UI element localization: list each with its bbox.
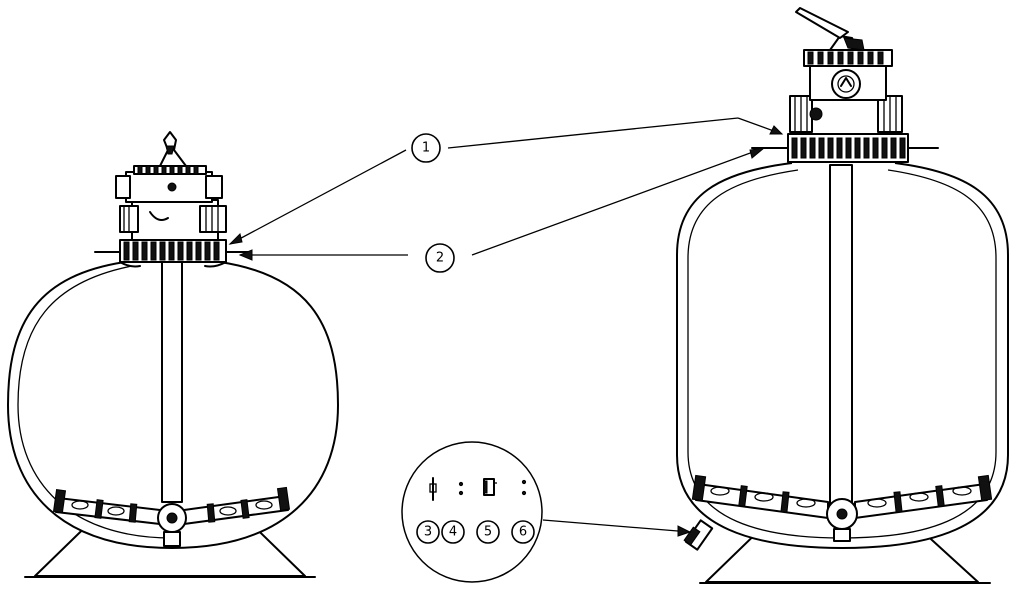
callout-1-label: 1 <box>422 141 430 156</box>
part-4-icon <box>458 481 464 496</box>
callout-5-label: 5 <box>484 525 492 540</box>
drain-plug-icon <box>683 519 714 551</box>
callout-5: 5 <box>476 520 500 544</box>
right-filter-multiport-valve <box>789 7 903 135</box>
callout-6-label: 6 <box>519 525 527 540</box>
callout-2: 2 <box>425 243 455 273</box>
left-filter-clamp-ring <box>94 239 251 263</box>
right-filter <box>676 7 1009 584</box>
callout-4: 4 <box>441 520 465 544</box>
inset-circle <box>401 441 543 583</box>
part-5-icon <box>483 478 497 496</box>
part-detail-inset: 3 4 5 6 <box>401 441 543 583</box>
callout-3: 3 <box>416 520 440 544</box>
leader-lines <box>228 117 784 537</box>
right-filter-clamp-ring <box>751 133 939 163</box>
callout-4-label: 4 <box>449 525 457 540</box>
right-filter-standpipe <box>829 164 853 506</box>
left-filter-standpipe <box>161 261 183 503</box>
right-filter-laterals <box>691 474 993 542</box>
callout-6: 6 <box>511 520 535 544</box>
callout-3-label: 3 <box>424 525 432 540</box>
left-filter <box>7 131 339 578</box>
left-filter-multiport-valve <box>115 131 227 241</box>
left-filter-laterals <box>52 486 291 547</box>
part-3-icon <box>429 477 437 501</box>
part-6-icon <box>521 479 527 496</box>
callout-2-label: 2 <box>436 251 444 266</box>
callout-1: 1 <box>411 133 441 163</box>
